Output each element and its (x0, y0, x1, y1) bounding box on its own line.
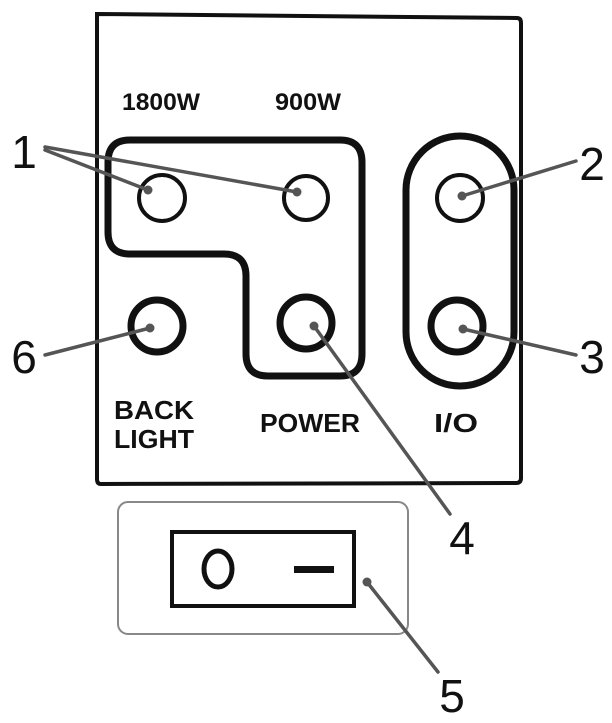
io-group-outline (402, 132, 518, 390)
callout-dots (143, 185, 468, 587)
label-power: POWER (260, 408, 360, 438)
callout-line-2 (460, 159, 578, 198)
callout-dot-4 (309, 321, 319, 331)
callout-line-6 (43, 326, 152, 357)
switch-off-symbol (201, 548, 235, 590)
callout-line-4 (312, 324, 452, 516)
button-900w[interactable] (282, 174, 330, 222)
callout-number-6: 6 (11, 331, 37, 383)
callout-line-1a (43, 148, 150, 192)
callout-line-1b (43, 145, 299, 194)
callout-lines (43, 145, 578, 674)
button-1800w[interactable] (137, 173, 187, 223)
callout-number-5: 5 (439, 670, 465, 722)
button-io[interactable] (427, 296, 487, 356)
callout-number-3: 3 (579, 331, 605, 383)
callout-line-5 (365, 580, 440, 674)
callout-dot-1a (143, 185, 153, 195)
label-900w: 900W (275, 89, 341, 116)
control-panel-frame (95, 11, 523, 487)
button-power[interactable] (276, 293, 336, 353)
callout-dot-2 (457, 191, 467, 201)
callout-line-3 (461, 327, 578, 357)
label-1800w: 1800W (122, 89, 200, 116)
label-io: I/O (434, 408, 478, 438)
callout-number-2: 2 (579, 138, 605, 190)
callout-dot-1b (292, 187, 302, 197)
callout-number-4: 4 (449, 512, 475, 564)
label-light: LIGHT (114, 424, 194, 454)
button-backlight[interactable] (127, 296, 187, 356)
callout-number-1: 1 (11, 126, 37, 178)
callout-dot-6 (145, 323, 155, 333)
switch-on-symbol (294, 566, 334, 573)
power-group-outline (104, 136, 366, 380)
callout-dot-5 (362, 577, 372, 587)
callout-dot-3 (458, 324, 468, 334)
label-back: BACK (114, 395, 194, 425)
